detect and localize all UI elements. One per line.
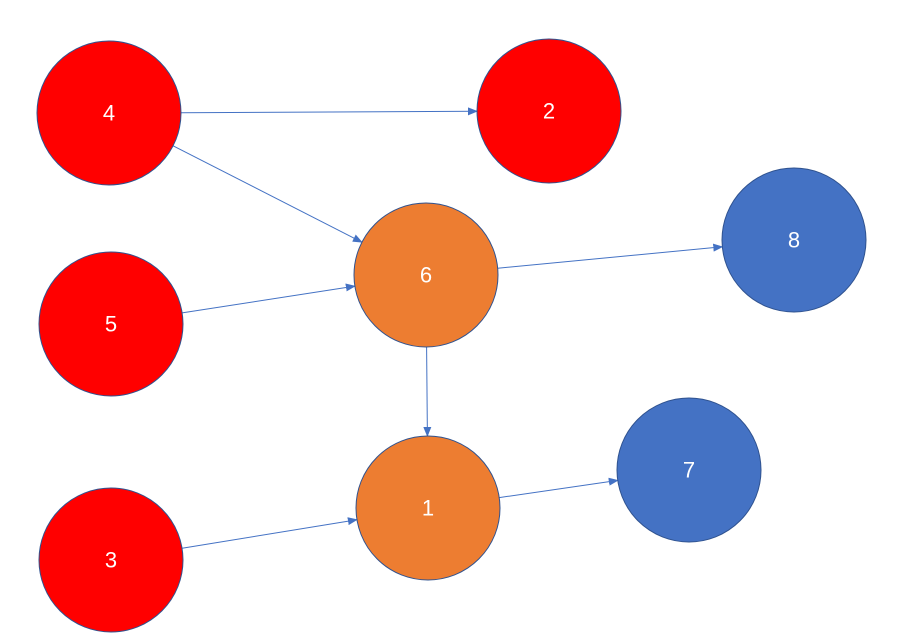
- edge-6-to-1: [423, 346, 432, 437]
- node-5-label: 5: [105, 312, 117, 337]
- node-8[interactable]: 8: [721, 167, 867, 313]
- node-2[interactable]: 2: [476, 38, 622, 184]
- node-2-circle: [476, 38, 622, 184]
- edge-4-to-2: [180, 107, 478, 116]
- node-4-label: 4: [103, 101, 115, 126]
- node-4-circle: [36, 40, 182, 186]
- edge-4-to-6: [172, 145, 363, 243]
- node-7[interactable]: 7: [616, 397, 762, 543]
- edge-layer: [172, 107, 724, 549]
- node-7-label: 7: [683, 458, 695, 483]
- node-3-label: 3: [105, 548, 117, 573]
- node-layer: 4 2 5 6 8 1 7 3: [36, 38, 867, 633]
- node-4[interactable]: 4: [36, 40, 182, 186]
- node-8-label: 8: [788, 228, 800, 253]
- node-1-circle: [355, 435, 501, 581]
- node-1[interactable]: 1: [355, 435, 501, 581]
- node-6-circle: [353, 202, 499, 348]
- node-5[interactable]: 5: [38, 251, 184, 397]
- edge-3-to-1: [182, 517, 358, 549]
- node-7-circle: [616, 397, 762, 543]
- node-6-label: 6: [420, 263, 432, 288]
- node-5-circle: [38, 251, 184, 397]
- node-6[interactable]: 6: [353, 202, 499, 348]
- node-3[interactable]: 3: [38, 487, 184, 633]
- node-1-label: 1: [422, 496, 434, 521]
- edge-1-to-7: [499, 477, 619, 499]
- edge-5-to-6: [182, 283, 356, 314]
- edge-6-to-8: [497, 243, 724, 269]
- node-3-circle: [38, 487, 184, 633]
- node-2-label: 2: [543, 99, 555, 124]
- node-8-circle: [721, 167, 867, 313]
